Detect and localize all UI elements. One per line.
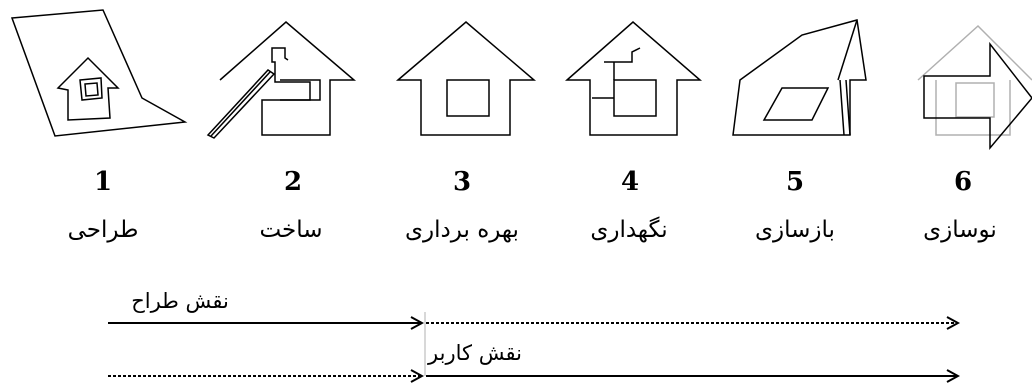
stage-4-label: نگهداری [590, 216, 667, 243]
stage-1-label: طراحی [68, 217, 139, 243]
house-under-construction-icon [206, 21, 357, 139]
house-sketch-on-paper-icon [10, 9, 188, 137]
stage-6-label: نوسازی [923, 217, 997, 243]
complete-house-icon [395, 21, 537, 136]
renewed-house-icon [917, 24, 1032, 151]
stage-2-label: ساخت [259, 217, 322, 243]
maintained-house-icon [565, 21, 703, 136]
stage-3-label: بهره برداری [405, 217, 519, 243]
stage-3-number: 3 [453, 167, 471, 197]
stage-4-number: 4 [621, 167, 639, 197]
designer-role-label: نقش طراح [131, 289, 229, 313]
stage-6-number: 6 [954, 167, 972, 197]
stage-5-label: بازسازی [755, 217, 835, 243]
user-role-label: نقش کاربر [427, 341, 522, 365]
stage-5-number: 5 [786, 167, 804, 197]
damaged-house-with-support-icon [732, 19, 867, 136]
stage-1-number: 1 [94, 167, 112, 197]
stage-2-number: 2 [284, 167, 302, 197]
